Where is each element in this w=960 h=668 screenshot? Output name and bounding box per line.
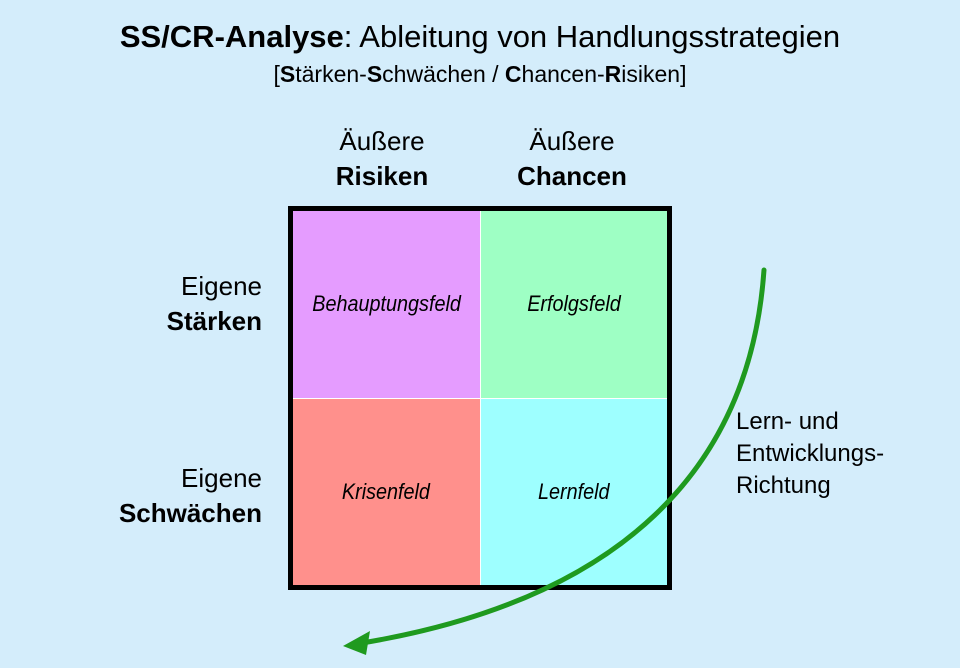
row-header-schwaechen: Eigene Schwächen bbox=[22, 461, 262, 531]
subtitle-letter-r: R bbox=[604, 61, 622, 87]
subtitle-letter-c: C bbox=[504, 61, 522, 87]
title-bold: SS/CR-Analyse bbox=[119, 19, 344, 54]
row-header-line1: Eigene bbox=[181, 463, 262, 493]
subtitle-part-3: hancen- bbox=[521, 61, 605, 87]
diagram-title: SS/CR-Analyse: Ableitung von Handlungsst… bbox=[0, 18, 960, 56]
arrow-label-line1: Lern- und bbox=[736, 408, 839, 435]
arrow-label-line2: Entwicklungs- bbox=[736, 440, 885, 467]
column-header-risiken: Äußere Risiken bbox=[282, 124, 482, 194]
row-header-staerken: Eigene Stärken bbox=[22, 269, 262, 339]
subtitle-open-bracket: [ bbox=[273, 61, 280, 87]
cell-label: Lernfeld bbox=[537, 478, 610, 504]
arrow-label: Lern- und Entwicklungs- Richtung bbox=[736, 406, 946, 502]
column-header-line1: Äußere bbox=[529, 126, 615, 156]
cell-label: Behauptungsfeld bbox=[311, 291, 461, 317]
subtitle-letter-s2: S bbox=[366, 61, 383, 87]
column-header-line1: Äußere bbox=[339, 126, 425, 156]
subtitle-part-4: isiken] bbox=[621, 61, 687, 87]
cell-behauptungsfeld: Behauptungsfeld bbox=[293, 211, 480, 398]
cell-label: Erfolgsfeld bbox=[526, 291, 621, 317]
column-header-line2: Chancen bbox=[517, 161, 627, 191]
column-header-line2: Risiken bbox=[335, 161, 429, 191]
cell-erfolgsfeld: Erfolgsfeld bbox=[480, 211, 667, 398]
arrow-label-line3: Richtung bbox=[736, 472, 831, 499]
row-header-line2: Schwächen bbox=[118, 498, 262, 528]
subtitle-letter-s1: S bbox=[279, 61, 296, 87]
title-rest: : Ableitung von Handlungsstrategien bbox=[343, 19, 841, 54]
cell-lernfeld: Lernfeld bbox=[480, 398, 667, 585]
diagram-subtitle: [Stärken-Schwächen / Chancen-Risiken] bbox=[0, 60, 960, 88]
column-header-chancen: Äußere Chancen bbox=[472, 124, 672, 194]
swot-matrix: Behauptungsfeld Erfolgsfeld Krisenfeld L… bbox=[288, 206, 672, 590]
cell-label: Krisenfeld bbox=[342, 478, 431, 504]
arrow-head-icon bbox=[343, 631, 370, 655]
subtitle-part-1: tärken- bbox=[295, 61, 367, 87]
subtitle-part-2: chwächen / bbox=[382, 61, 505, 87]
row-header-line2: Stärken bbox=[166, 306, 262, 336]
cell-krisenfeld: Krisenfeld bbox=[293, 398, 480, 585]
row-header-line1: Eigene bbox=[181, 271, 262, 301]
